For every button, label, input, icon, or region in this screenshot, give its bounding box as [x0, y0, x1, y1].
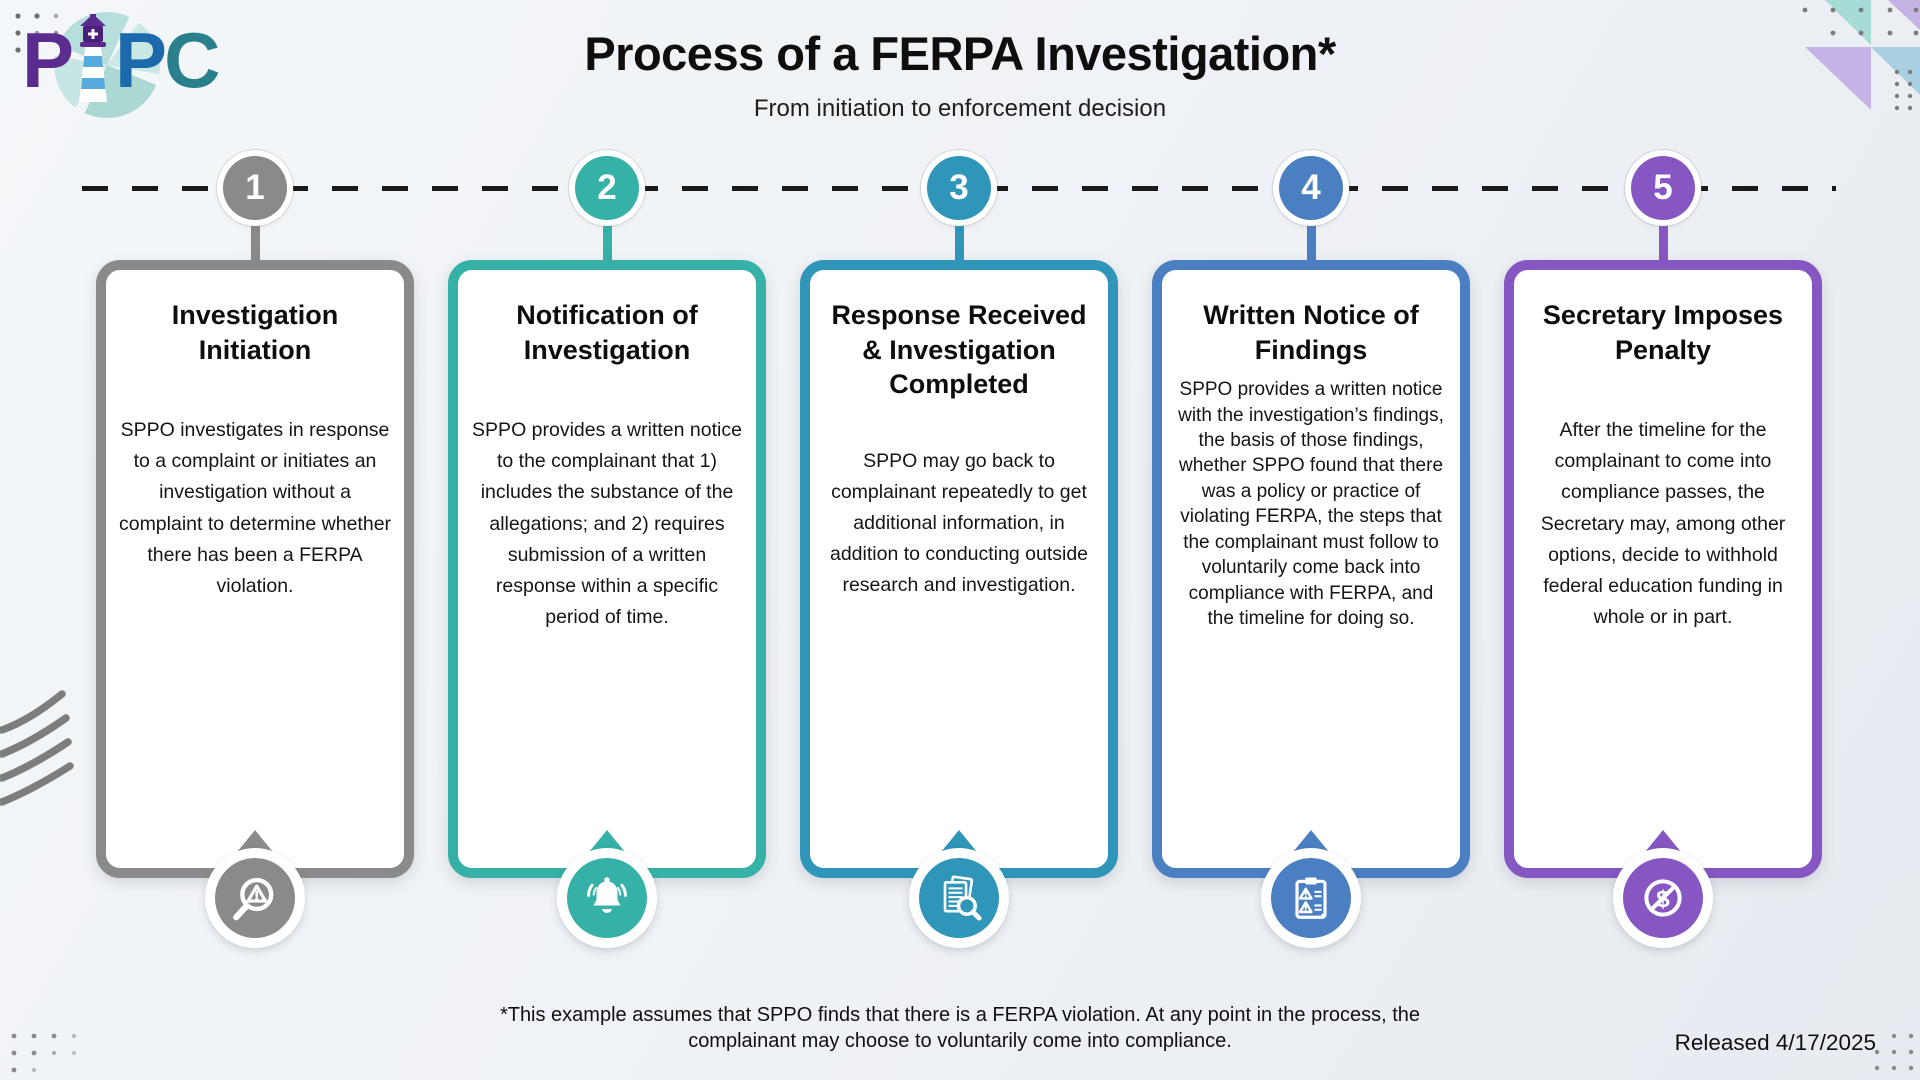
logo-halo-circle — [54, 12, 160, 118]
step-connector — [1658, 220, 1668, 260]
lighthouse-icon — [79, 14, 108, 102]
diagonal-lines-decoration — [0, 690, 74, 806]
step-card: Investigation Initiation SPPO investigat… — [96, 260, 414, 948]
step-connector — [1306, 220, 1316, 260]
step-column-1: 1 Investigation Initiation SPPO investig… — [96, 150, 414, 948]
step-column-5: 5 Secretary Imposes Penalty After the ti… — [1504, 150, 1822, 948]
step-description: After the timeline for the complainant t… — [1540, 419, 1786, 629]
step-title: Secretary Imposes Penalty — [1542, 300, 1784, 365]
magnifier-alert-icon — [233, 877, 274, 921]
step-number-badge: 5 — [1631, 156, 1695, 220]
documents-search-icon — [943, 875, 982, 921]
no-dollar-icon: $ — [1644, 879, 1682, 917]
bell-icon — [587, 877, 627, 913]
step-card: Notification of Investigation SPPO provi… — [448, 260, 766, 948]
step-icon-pod — [909, 848, 1009, 948]
dot-grid-decoration — [15, 13, 59, 53]
step-title: Response Received & Investigation Comple… — [831, 300, 1087, 400]
step-title: Investigation Initiation — [171, 300, 339, 365]
step-title: Written Notice of Findings — [1203, 300, 1419, 365]
step-number-badge: 2 — [575, 156, 639, 220]
logo-letter-p: P — [22, 16, 74, 104]
step-number: 5 — [1653, 168, 1673, 207]
step-number-badge: 3 — [927, 156, 991, 220]
clipboard-warnings-icon — [1295, 877, 1327, 919]
step-column-4: 4 Written Notice of Findings SPPO provid… — [1152, 150, 1470, 948]
footnote-container: *This example assumes that SPPO finds th… — [0, 1002, 1920, 1055]
footnote-text: *This example assumes that SPPO finds th… — [499, 1004, 1421, 1053]
header: Process of a FERPA Investigation* From i… — [0, 26, 1920, 123]
step-description: SPPO may go back to complainant repeated… — [829, 449, 1089, 597]
step-description: SPPO provides a written notice to the co… — [472, 419, 742, 629]
step-connector — [954, 220, 964, 260]
step-description: SPPO investigates in response to a compl… — [118, 419, 392, 598]
page-subtitle: From initiation to enforcement decision — [753, 95, 1167, 122]
release-date: Released 4/17/2025 — [1674, 1030, 1876, 1055]
step-card: Written Notice of Findings SPPO provides… — [1152, 260, 1470, 948]
logo-letter-p: P — [115, 16, 167, 104]
step-card: Secretary Imposes Penalty After the time… — [1504, 260, 1822, 948]
step-column-2: 2 Notification of Investigation SPPO pro… — [448, 150, 766, 948]
process-steps-area: 1 Investigation Initiation SPPO investig… — [82, 150, 1836, 948]
step-number: 4 — [1301, 168, 1321, 207]
step-connector — [250, 220, 260, 260]
step-title: Notification of Investigation — [516, 300, 698, 365]
step-icon-pod — [557, 848, 657, 948]
step-icon-pod — [1261, 848, 1361, 948]
step-connector — [602, 220, 612, 260]
step-number: 3 — [949, 168, 969, 207]
step-number-badge: 4 — [1279, 156, 1343, 220]
triangle-corner-decoration — [1802, 0, 1920, 111]
dot-grid-decoration — [11, 1033, 76, 1073]
step-card: Response Received & Investigation Comple… — [800, 260, 1118, 948]
page-title: Process of a FERPA Investigation* — [584, 27, 1336, 80]
step-number-badge: 1 — [223, 156, 287, 220]
step-number: 2 — [597, 168, 617, 207]
dot-grid-decoration — [1874, 1033, 1914, 1071]
logo-letter-c: C — [164, 16, 220, 104]
step-number: 1 — [245, 168, 265, 207]
step-column-3: 3 Response Received & Investigation Comp… — [800, 150, 1118, 948]
pipc-logo: P P C — [22, 12, 220, 118]
step-icon-pod: $ — [1613, 848, 1713, 948]
step-icon-pod — [205, 848, 305, 948]
step-description: SPPO provides a written notice with the … — [1178, 379, 1444, 630]
